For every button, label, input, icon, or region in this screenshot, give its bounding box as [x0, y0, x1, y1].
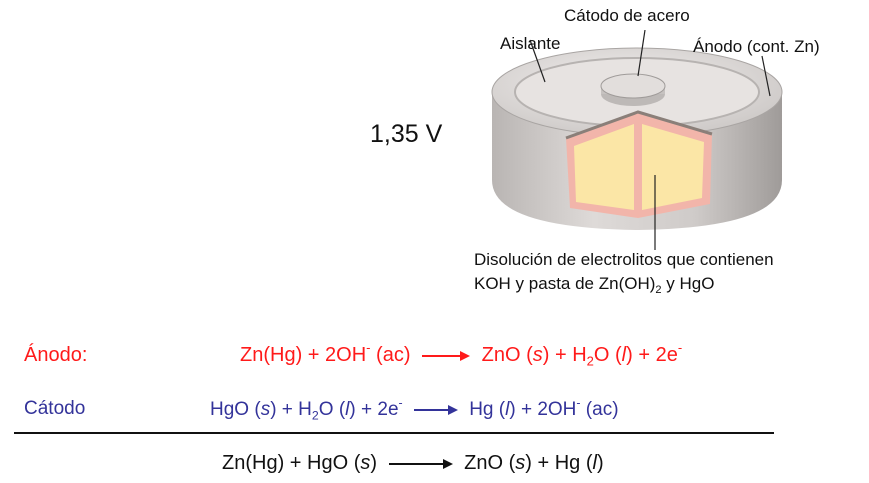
overall-reaction-arrow [388, 458, 453, 469]
overall-reaction-equation: Zn(Hg) + HgO (s) ZnO (s) + Hg (l) [222, 452, 604, 474]
anode-reaction-arrow [422, 350, 471, 361]
voltage-label: 1,35 V [370, 120, 443, 148]
insulator-label: Aislante [500, 34, 561, 53]
anode-reaction-name: Ánodo: [24, 344, 88, 366]
anode-reaction-equation: Zn(Hg) + 2OH- (ac) ZnO (s) + H2O (l) + 2… [240, 339, 683, 369]
cathode-reaction-arrow [413, 404, 458, 415]
leader-insulator [529, 39, 546, 83]
cathode-reaction-equation: HgO (s) + H2O (l) + 2e- Hg (l) + 2OH- (a… [210, 395, 619, 423]
cathode-reaction-name: Cátodo [24, 398, 86, 419]
electrolyte-label-line1: Disolución de electrolitos que contienen [474, 250, 774, 269]
steel-cathode-cap-top [600, 73, 666, 99]
anode-label: Ánodo (cont. Zn) [693, 37, 820, 56]
cathode-steel-label: Cátodo de acero [564, 6, 690, 25]
leader-anode [761, 55, 771, 97]
electrolyte-paste-right [642, 124, 704, 210]
mercury-battery-illustration [491, 30, 783, 250]
cutaway-top-edge [565, 110, 713, 140]
sum-rule [14, 432, 774, 434]
electrolyte-label-line2: KOH y pasta de Zn(OH)2 y HgO [474, 274, 715, 296]
leader-cathode [637, 30, 646, 77]
electrolyte-paste-left [574, 124, 634, 210]
